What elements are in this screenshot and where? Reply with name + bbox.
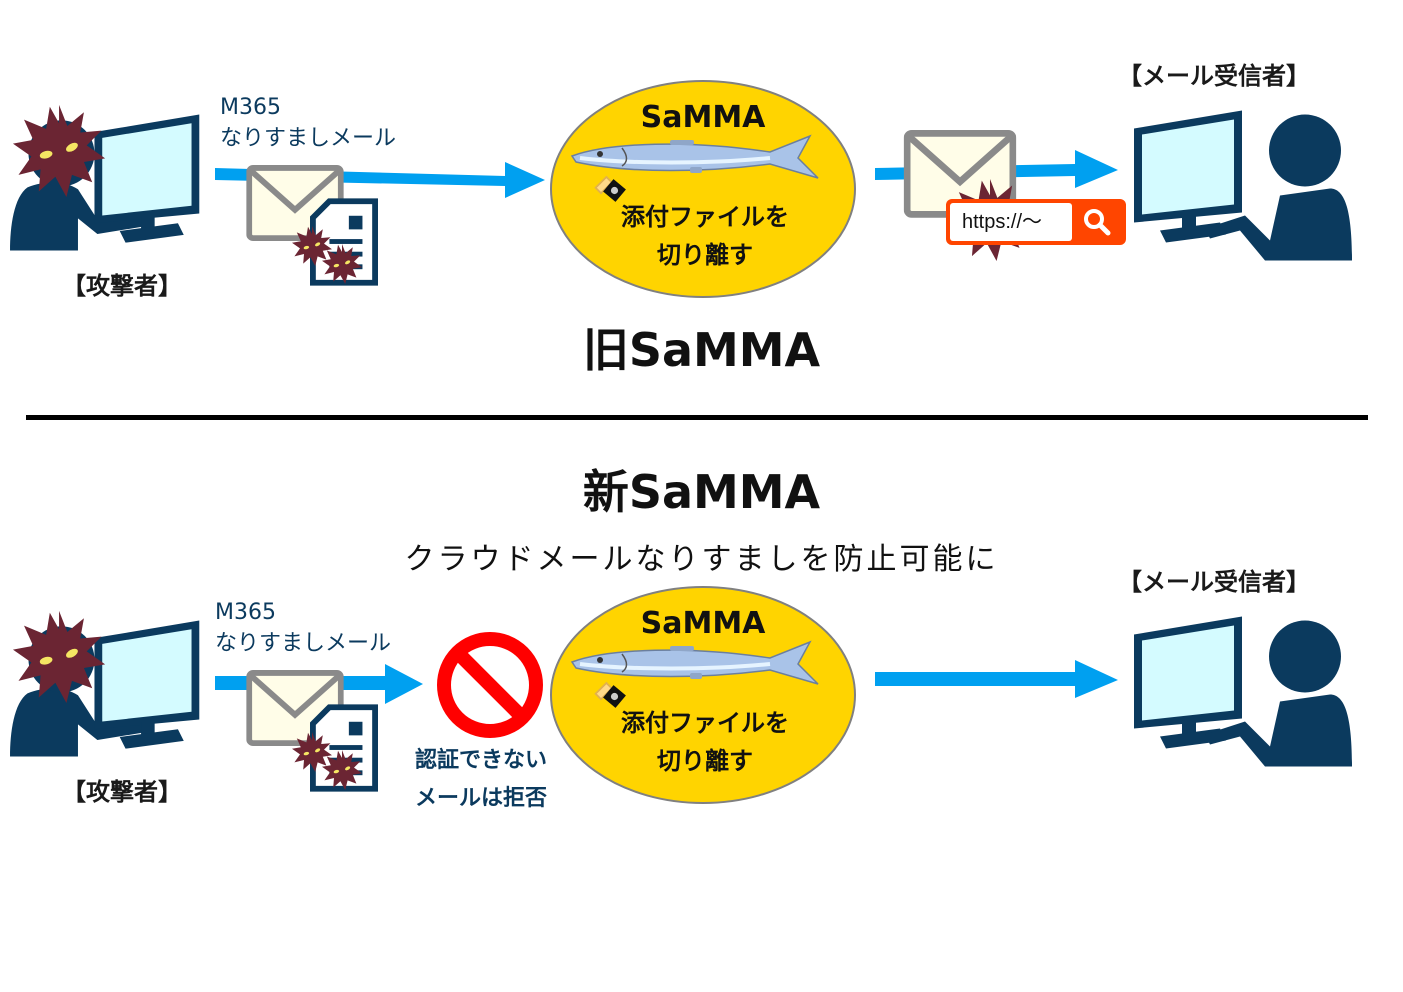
attacker-label: 【攻撃者】 (62, 778, 182, 806)
mail-label-line1: M365 (215, 600, 276, 625)
blocked-label-line1: 認証できない (415, 748, 548, 773)
attacker-icon (5, 606, 215, 771)
virus-icon (302, 730, 342, 770)
mail-label: M365 なりすましメール (215, 597, 391, 659)
url-text: https://～ (950, 203, 1072, 241)
new-samma-subtitle: クラウドメールなりすましを防止可能に (404, 542, 999, 577)
attacker-label: 【攻撃者】 (62, 272, 182, 300)
samma-desc-line2: 切り離す (657, 747, 753, 775)
samma-desc-line1: 添付ファイルを (621, 709, 789, 737)
section-divider (26, 415, 1368, 420)
samma-ellipse (550, 80, 856, 298)
receiver-label: 【メール受信者】 (1118, 62, 1310, 90)
prohibited-icon (437, 632, 543, 738)
attacker-icon (5, 100, 215, 265)
samma-ellipse (550, 586, 856, 804)
arrow-to-receiver (875, 660, 1118, 698)
search-icon[interactable] (1082, 207, 1112, 237)
old-samma-title: 旧SaMMA (582, 323, 821, 377)
samma-title: SaMMA (640, 606, 766, 641)
mail-label-line2: なりすましメール (220, 126, 397, 151)
blocked-label: 認証できない メールは拒否 (415, 742, 547, 818)
samma-description: 添付ファイルを 切り離す (560, 198, 850, 274)
samma-desc-line2: 切り離す (657, 241, 753, 269)
receiver-label: 【メール受信者】 (1118, 568, 1310, 596)
new-samma-title: 新SaMMA (582, 465, 821, 519)
receiver-icon (1130, 614, 1360, 779)
samma-description: 添付ファイルを 切り離す (560, 704, 850, 780)
blocked-label-line2: メールは拒否 (415, 786, 548, 811)
samma-title: SaMMA (640, 100, 766, 135)
samma-desc-line1: 添付ファイルを (621, 203, 789, 231)
virus-icon (302, 224, 342, 264)
receiver-icon (1130, 108, 1360, 273)
url-search-box[interactable]: https://～ (946, 199, 1126, 245)
mail-label-line1: M365 (220, 95, 281, 120)
mail-label: M365 なりすましメール (220, 92, 396, 154)
mail-label-line2: なりすましメール (215, 631, 392, 656)
